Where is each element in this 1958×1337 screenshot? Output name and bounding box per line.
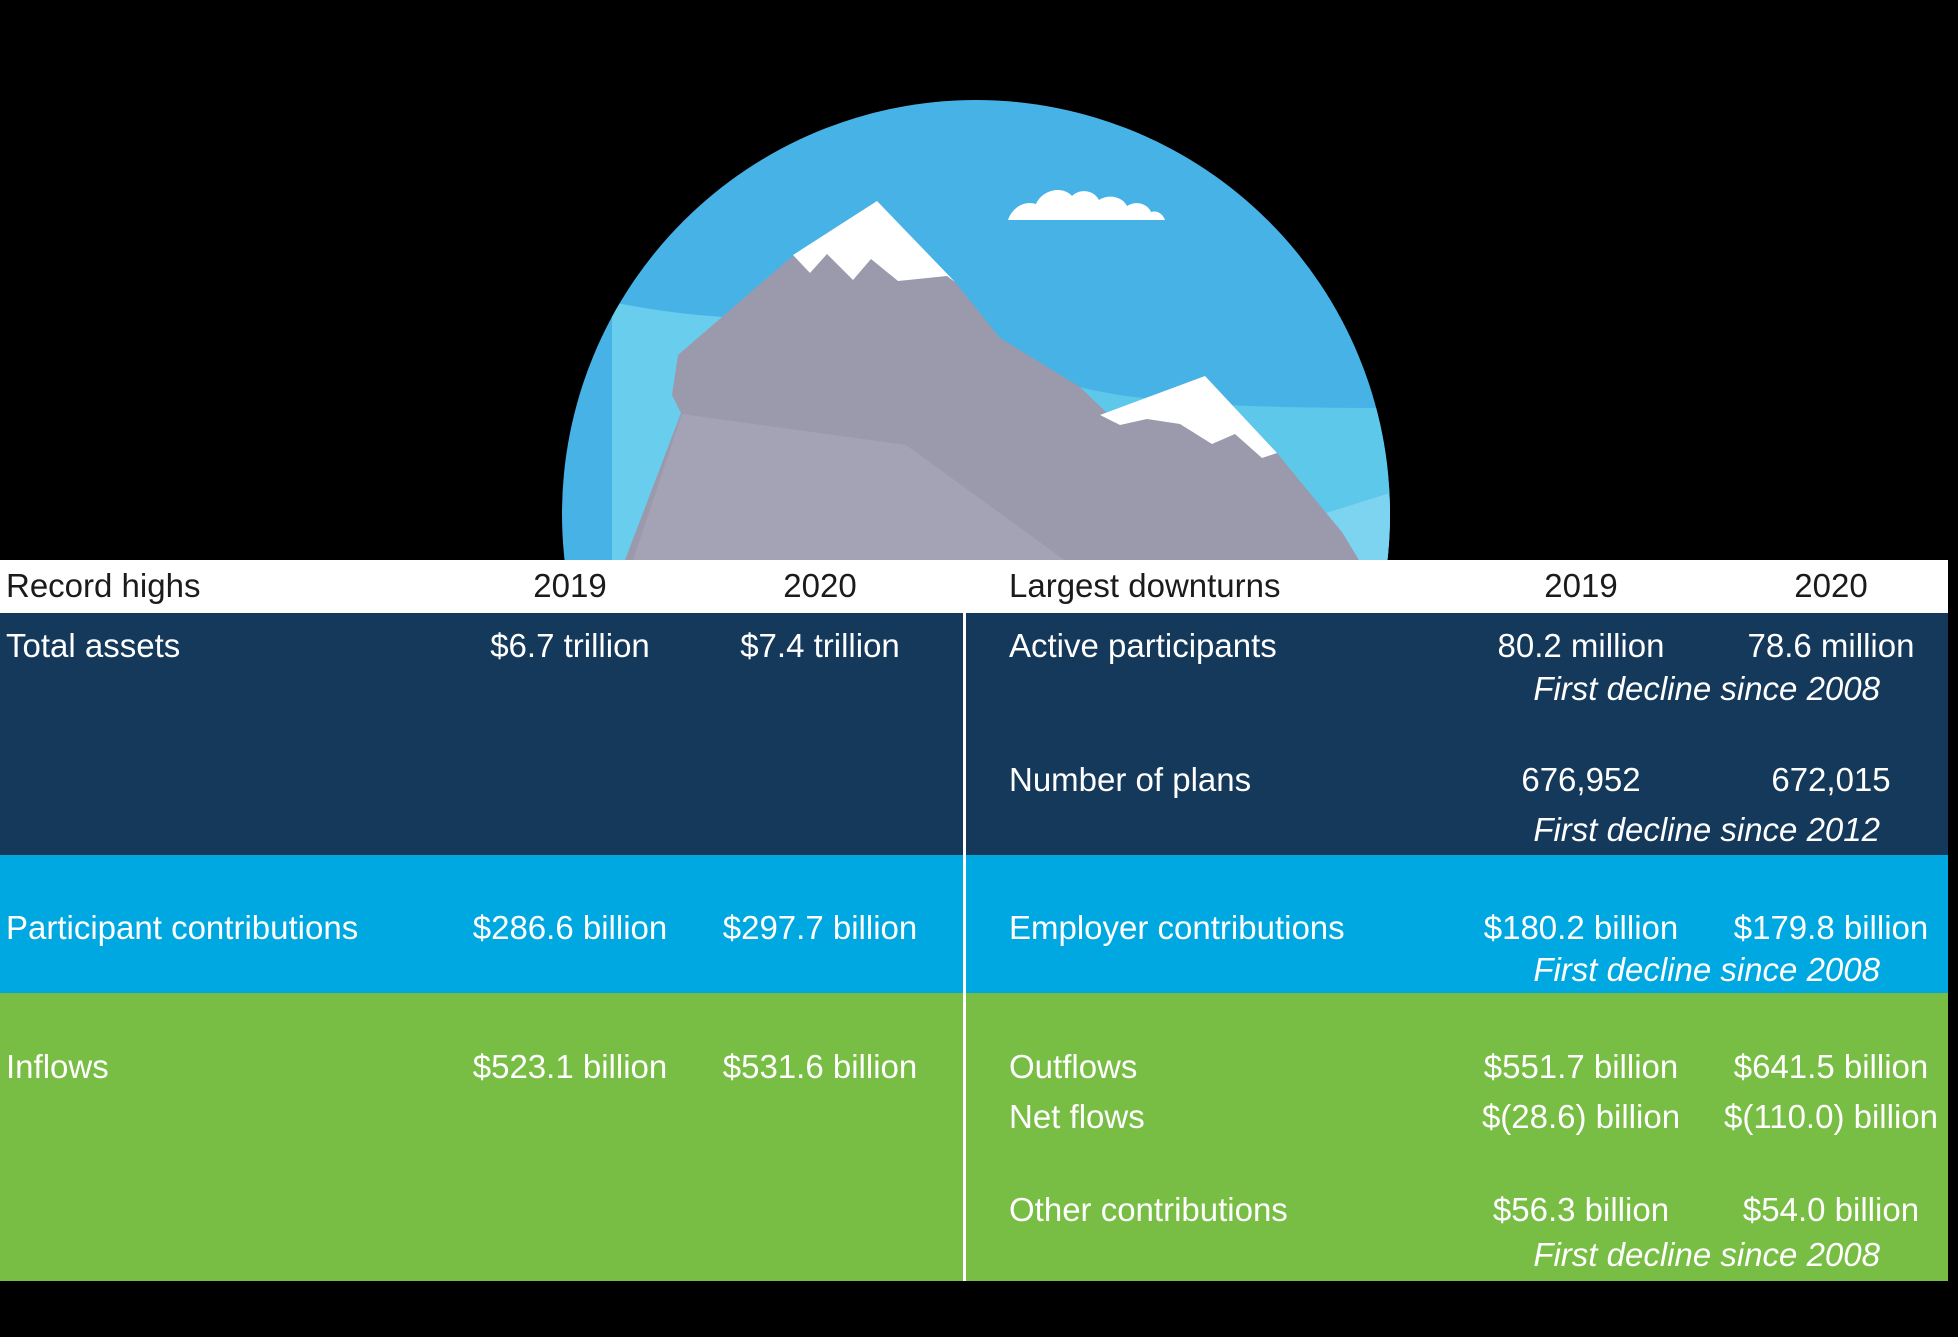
row-value-2020: $531.6 billion bbox=[722, 1048, 918, 1085]
section-divider bbox=[963, 613, 966, 1281]
row-label: Participant contributions bbox=[6, 909, 359, 946]
left-col-2019-header: 2019 bbox=[533, 567, 607, 604]
row-value-2019: $286.6 billion bbox=[472, 909, 668, 946]
row-note-line: First decline since 2008 bbox=[0, 668, 1948, 710]
row-note-line: First decline since 2008 bbox=[0, 1234, 1948, 1276]
row-label: Net flows bbox=[1009, 1098, 1145, 1135]
row-value-2019: $180.2 billion bbox=[1483, 909, 1679, 946]
row-label: Employer contributions bbox=[1009, 909, 1345, 946]
row-label: Inflows bbox=[6, 1048, 109, 1085]
row-note: First decline since 2008 bbox=[1533, 670, 1880, 707]
row-value-2020: 78.6 million bbox=[1747, 627, 1915, 664]
row-note-line: First decline since 2012 bbox=[0, 809, 1948, 851]
row-note: First decline since 2008 bbox=[1533, 1236, 1880, 1273]
row-value-2019: $56.3 billion bbox=[1492, 1191, 1670, 1228]
mountain-light-face bbox=[628, 414, 1085, 560]
row-note: First decline since 2008 bbox=[1533, 951, 1880, 988]
row-label: Number of plans bbox=[1009, 761, 1252, 798]
table-row: Participant contributions $286.6 billion… bbox=[0, 907, 1948, 949]
right-col-2020-header: 2020 bbox=[1794, 567, 1868, 604]
row-value-2020: $297.7 billion bbox=[722, 909, 918, 946]
table-row: Number of plans 676,952 672,015 bbox=[0, 759, 1948, 801]
left-col-2020-header: 2020 bbox=[783, 567, 857, 604]
row-value-2019: $6.7 trillion bbox=[490, 627, 650, 664]
snow-cap-secondary bbox=[1100, 376, 1277, 458]
row-label: Other contributions bbox=[1009, 1191, 1288, 1228]
table-header-row: Record highs 2019 2020 Largest downturns… bbox=[0, 565, 1948, 607]
mountain-scene-icon bbox=[562, 100, 1390, 560]
table-row: Other contributions $56.3 billion $54.0 … bbox=[0, 1189, 1948, 1231]
row-value-2020: $(110.0) billion bbox=[1723, 1098, 1939, 1135]
right-section-title: Largest downturns bbox=[1009, 567, 1281, 604]
row-note-line: First decline since 2008 bbox=[0, 949, 1948, 991]
row-label: Outflows bbox=[1009, 1048, 1138, 1085]
cloud-icon bbox=[1008, 190, 1165, 220]
row-value-2020: $641.5 billion bbox=[1733, 1048, 1929, 1085]
row-value-2020: 672,015 bbox=[1771, 761, 1891, 798]
row-value-2020: $7.4 trillion bbox=[740, 627, 900, 664]
row-label: Total assets bbox=[6, 627, 181, 664]
row-value-2019: $551.7 billion bbox=[1483, 1048, 1679, 1085]
left-section-title: Record highs bbox=[6, 567, 201, 604]
blue-band bbox=[0, 855, 1948, 993]
table-row: Inflows $523.1 billion $531.6 billion Ou… bbox=[0, 1046, 1948, 1088]
row-value-2020: $179.8 billion bbox=[1733, 909, 1929, 946]
right-col-2019-header: 2019 bbox=[1544, 567, 1618, 604]
table-row: Total assets $6.7 trillion $7.4 trillion… bbox=[0, 625, 1948, 667]
row-value-2019: $(28.6) billion bbox=[1481, 1098, 1681, 1135]
row-value-2019: 80.2 million bbox=[1497, 627, 1665, 664]
navy-band bbox=[0, 613, 1948, 855]
row-note: First decline since 2012 bbox=[1533, 811, 1880, 848]
table-header-band bbox=[0, 560, 1948, 613]
row-value-2019: 676,952 bbox=[1521, 761, 1641, 798]
table-row: Net flows $(28.6) billion $(110.0) billi… bbox=[0, 1096, 1948, 1138]
row-label: Active participants bbox=[1009, 627, 1277, 664]
row-value-2019: $523.1 billion bbox=[472, 1048, 668, 1085]
row-value-2020: $54.0 billion bbox=[1742, 1191, 1920, 1228]
snow-cap-main bbox=[793, 201, 955, 282]
green-band bbox=[0, 993, 1948, 1281]
